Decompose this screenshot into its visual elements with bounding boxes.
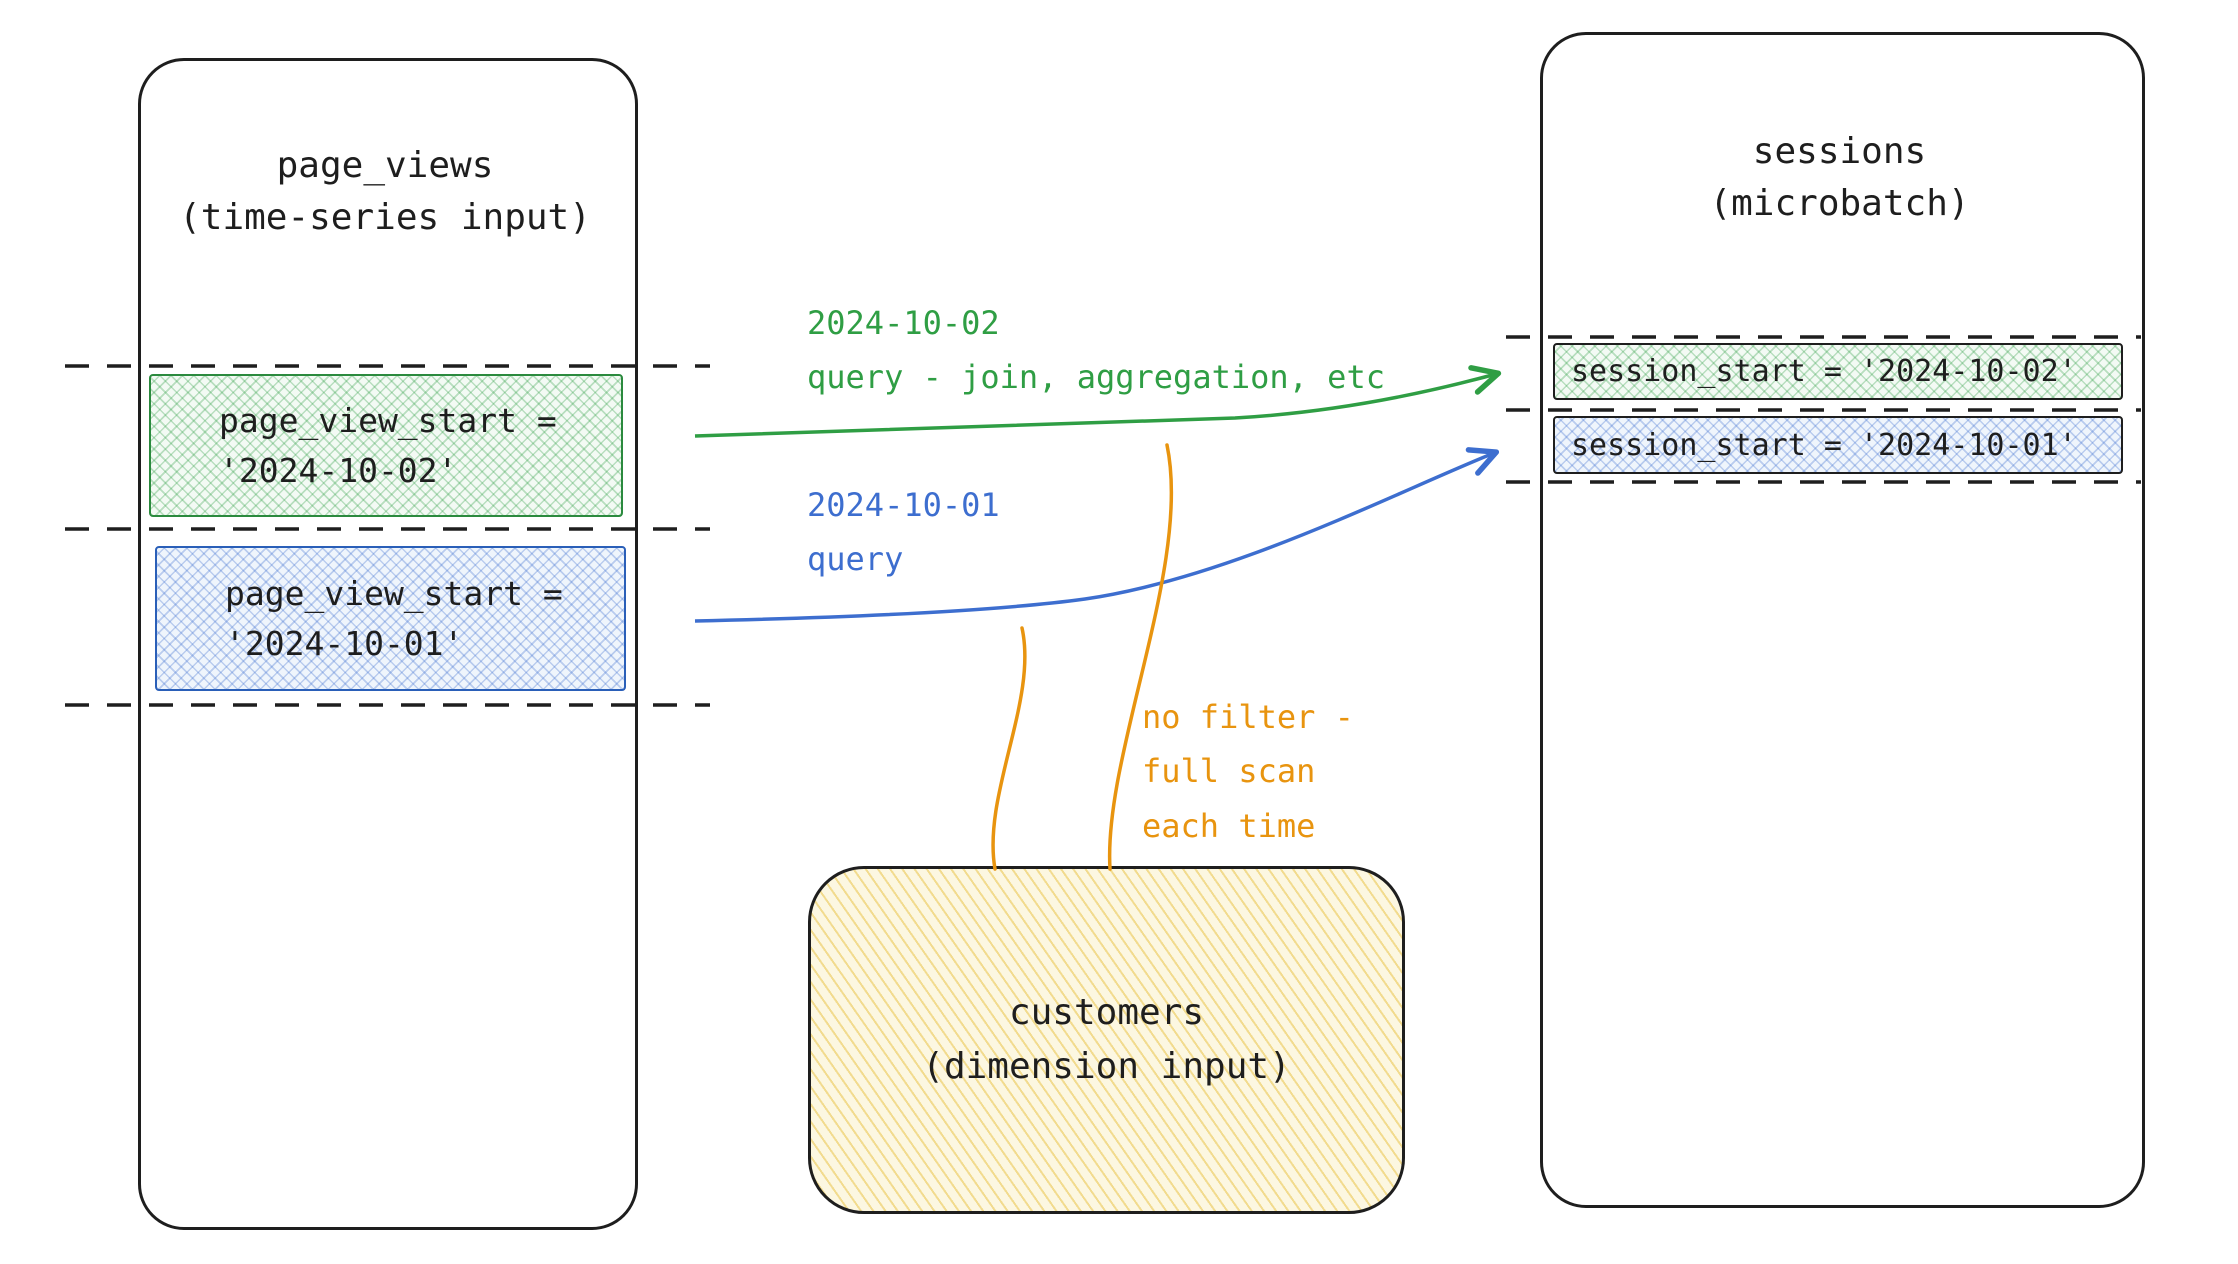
partition-label-line1: page_view_start = bbox=[219, 401, 557, 440]
green-query-date: 2024-10-02 bbox=[807, 304, 1000, 342]
blue-query-date: 2024-10-01 bbox=[807, 486, 1000, 524]
orange-note-line2: full scan bbox=[1142, 752, 1316, 791]
sessions-title-line1: sessions bbox=[1752, 131, 1927, 172]
sessions-partition-2024-10-01: session_start = '2024-10-01' bbox=[1553, 416, 2123, 474]
partition-label-line2: '2024-10-01' bbox=[225, 623, 464, 663]
partition-label-line1: page_view_start = bbox=[225, 574, 563, 613]
orange-note-line3: each time bbox=[1142, 806, 1316, 845]
sessions-table bbox=[1540, 32, 2145, 1208]
page-views-title-line1: page_views bbox=[276, 145, 494, 186]
sessions-partition-2024-10-02: session_start = '2024-10-02' bbox=[1553, 343, 2123, 400]
partition-label: session_start = '2024-10-01' bbox=[1571, 427, 2077, 463]
orange-full-scan-note: no filter - full scan each time bbox=[1142, 690, 1354, 853]
customers-title-line2: (dimension input) bbox=[922, 1046, 1291, 1087]
page-views-partition-2024-10-01: page_view_start = '2024-10-01' bbox=[155, 546, 626, 691]
partition-label: session_start = '2024-10-02' bbox=[1571, 354, 2077, 389]
customers-box: customers (dimension input) bbox=[808, 866, 1405, 1214]
green-query-desc: query - join, aggregation, etc bbox=[807, 358, 1385, 397]
orange-scan-curve-left bbox=[991, 626, 1027, 871]
sessions-title: sessions (microbatch) bbox=[1540, 126, 2139, 230]
partition-label-line2: '2024-10-02' bbox=[219, 450, 458, 490]
sessions-title-line2: (microbatch) bbox=[1709, 183, 1970, 225]
page-views-title-line2: (time-series input) bbox=[179, 197, 591, 239]
green-query-label: 2024-10-02 query - join, aggregation, et… bbox=[807, 296, 1385, 405]
orange-note-line1: no filter - bbox=[1142, 698, 1354, 736]
page-views-title: page_views (time-series input) bbox=[138, 140, 632, 244]
page-views-partition-2024-10-02: page_view_start = '2024-10-02' bbox=[149, 374, 623, 517]
blue-query-desc: query bbox=[807, 540, 904, 579]
blue-query-label: 2024-10-01 query bbox=[807, 478, 1000, 587]
customers-title-line1: customers bbox=[1008, 992, 1205, 1033]
